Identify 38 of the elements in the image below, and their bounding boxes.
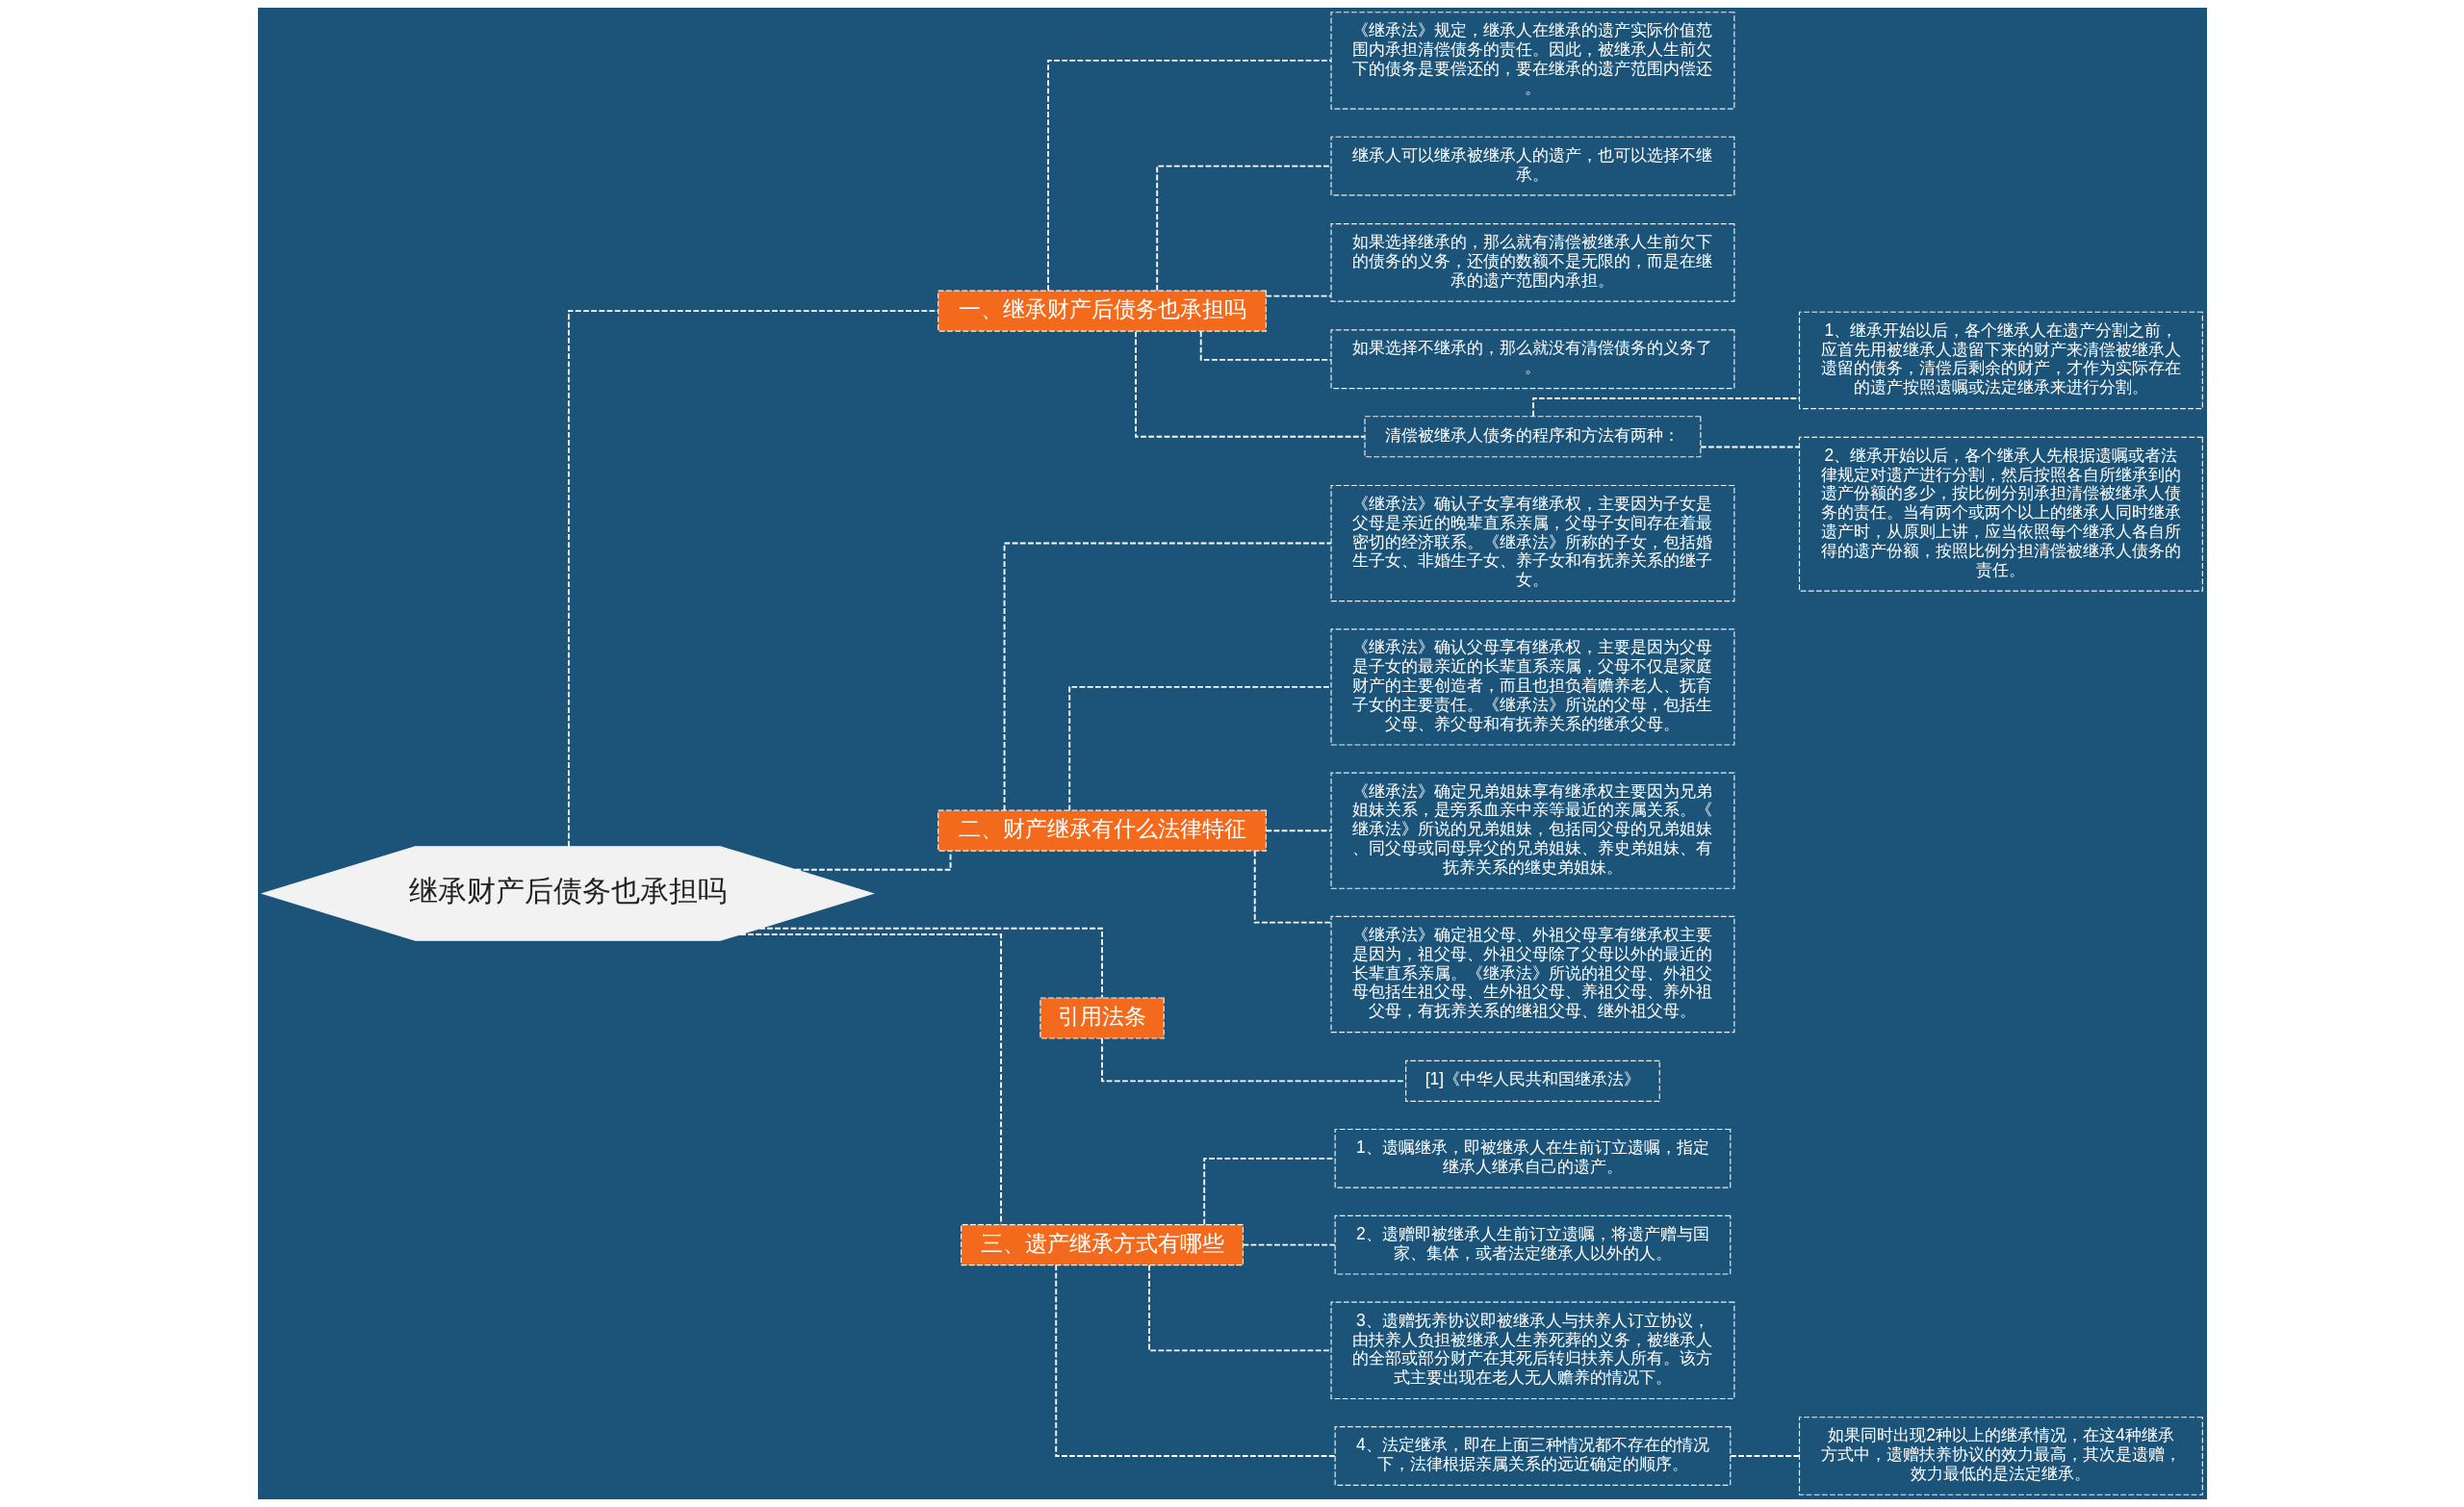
connector [738,933,1002,1226]
connector [1699,446,1800,448]
node-box: 《继承法》确定祖父母、外祖父母享有继承权主要是因为，祖父母、外祖父母除了父母以外的最近的长辈直系亲属。《继承法》所说的祖父母、外祖父母包括生祖父母、生外祖父母、养祖父母、养外祖父母，有抚养关系的继祖父母、继外祖父母。 [1329,915,1734,1034]
connector [1100,1037,1406,1083]
connector [1046,59,1332,292]
node-box: 如果选择继承的，那么就有清偿被继承人生前欠下的债务的义务，还债的数额不是无限的，而是在继承的遗产范围内承担。 [1329,223,1734,302]
node-box: 如果选择不继承的，那么就没有清偿债务的义务了。 [1329,329,1734,390]
node-box: [1]《中华人民共和国继承法》 [1404,1060,1660,1102]
node-box: 引用法条 [1039,997,1165,1039]
node-box: 《继承法》确定兄弟姐妹享有继承权主要因为兄弟姐妹关系，是旁系血亲中亲等最近的亲属关系。《继承法》所说的兄弟姐妹，包括同父母的兄弟姐妹、同父母或同母异父的兄弟姐妹、养史弟姐妹、有抚养关系的继史弟姐妹。 [1329,772,1734,889]
connector [1155,165,1331,292]
node-box: 4、法定继承，即在上面三种情况都不存在的情况下，法律根据亲属关系的远近确定的顺序。 [1334,1426,1731,1486]
node-box: 一、继承财产后债务也承担吗 [937,290,1267,332]
node-box: 二、财产继承有什么法律特征 [937,809,1267,852]
node-box: 三、遗产继承方式有哪些 [960,1224,1244,1266]
connector [567,310,939,848]
connector [1265,294,1332,297]
connector [1067,685,1332,812]
node-box: 2、继承开始以后，各个继承人先根据遗嘱或者法律规定对遗产进行分割，然后按照各自所继承到的遗产份额的多少，按比例分别承担清偿被继承人债务的责任。当有两个或两个以上的继承人同时继承遗产时，从原则上讲，应当依照每个继承人各自所得的遗产份额，按照比例分担清偿被继承人债务的责任。 [1798,436,2203,592]
connector [1265,830,1332,832]
node-box: 《继承法》规定，继承人在继承的遗产实际价值范围内承担清偿债务的责任。因此，被继承人生前欠下的债务是要偿还的，要在继承的遗产范围内偿还。 [1329,12,1734,110]
node-box: 清偿被继承人债务的程序和方法有两种： [1363,416,1701,458]
node-box: 《继承法》确认父母享有继承权，主要是因为父母是子女的最亲近的长辈直系亲属，父母不仅是家庭财产的主要创造者，而且也担负着赡养老人、抚育子女的主要责任。《继承法》所说的父母，包括生父母、养父母和有抚养关系的继承父母。 [1329,628,1734,746]
node-box: 如果同时出现2种以上的继承情况，在这4种继承方式中，遗赠扶养协议的效力最高，其次是遗赠，效力最低的是法定继承。 [1798,1417,2203,1495]
connector [1003,542,1332,812]
node-box: 继承人可以继承被继承人的遗产，也可以选择不继承。 [1329,136,1734,196]
connector [1253,850,1332,924]
node-box: 2、遗赠即被继承人生前订立遗嘱，将遗产赠与国家、集体，或者法定继承人以外的人。 [1334,1214,1731,1275]
connector [1147,1264,1332,1352]
connector [1242,1243,1336,1246]
node-box: 3、遗赠抚养协议即被继承人与扶养人订立协议，由扶养人负担被继承人生养死葬的义务，被继承人的全部或部分财产在其死后转归扶养人所有。该方式主要出现在老人无人赡养的情况下。 [1329,1301,1734,1400]
connector [1729,1455,1800,1457]
node-box: 《继承法》确认子女享有继承权，主要因为子女是父母是亲近的晚辈直系亲属，父母子女间存在着最密切的经济联系。《继承法》所称的子女，包括婚生子女、非婚生子女、养子女和有抚养关系的继子女。 [1329,484,1734,602]
node-box: 1、继承开始以后，各个继承人在遗产分割之前，应首先用被继承人遗留下来的财产来清偿被继承人遗留的债务，清偿后剩余的财产，才作为实际存在的遗产按照遗嘱或法定继承来进行分割。 [1798,311,2203,410]
node-box: 1、遗嘱继承，即被继承人在生前订立遗嘱，指定继承人继承自己的遗产。 [1334,1128,1731,1188]
connector [1054,1264,1336,1457]
connector [757,927,1103,999]
connector [1134,330,1366,438]
